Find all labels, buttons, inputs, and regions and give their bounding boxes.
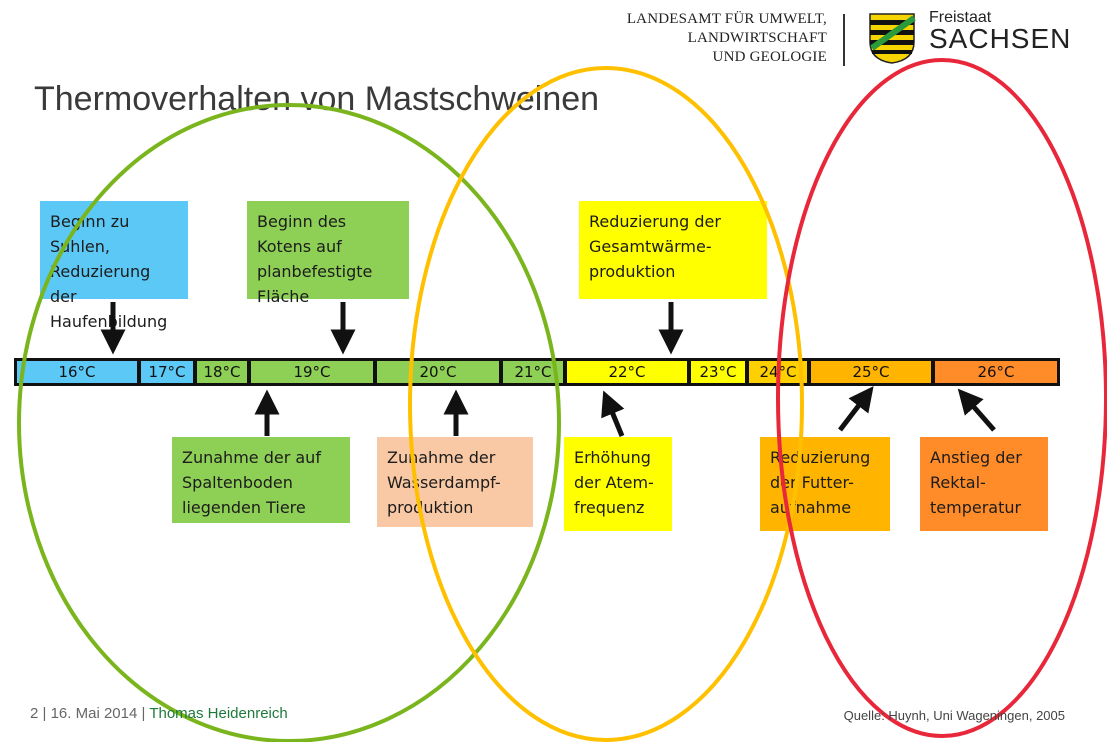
box-lying-animals-text: Zunahme der auf Spaltenboden liegenden T… [182, 448, 321, 517]
arrow-feed-intake-icon [838, 386, 874, 432]
state-label-small: Freistaat [929, 9, 992, 26]
ellipse-green [17, 103, 561, 742]
box-respiration: Erhöhung der Atem- frequenz [564, 437, 672, 531]
box-lying-animals: Zunahme der auf Spaltenboden liegenden T… [172, 437, 350, 523]
page-number: 2 [30, 705, 39, 722]
temp-25: 25°C [811, 361, 931, 383]
box-respiration-text: Erhöhung der Atem- frequenz [574, 448, 654, 517]
state-label-big: SACHSEN [929, 23, 1072, 54]
temp-23: 23°C [691, 361, 745, 383]
box-rectal-temperature: Anstieg der Rektal- temperatur [920, 437, 1048, 531]
agency-name: LANDESAMT FÜR UMWELT, LANDWIRTSCHAFT UND… [627, 10, 827, 67]
ellipse-yellow [408, 66, 804, 742]
temp-16: 16°C [17, 361, 137, 383]
footer: 2 | 16. Mai 2014 | Thomas Heidenreich [30, 705, 288, 722]
temp-21: 21°C [503, 361, 563, 383]
box-heat-production-text: Reduzierung der Gesamtwärme- produktion [589, 212, 721, 281]
box-rectal-temperature-text: Anstieg der Rektal- temperatur [930, 448, 1022, 517]
temp-17: 17°C [141, 361, 193, 383]
arrow-rectal-temperature-icon [957, 388, 996, 432]
temp-20: 20°C [377, 361, 499, 383]
source-citation: Quelle: Huynh, Uni Wageningen, 2005 [843, 708, 1065, 723]
box-feed-intake-text: Reduzierung der Futter- aufnahme [770, 448, 871, 517]
agency-line-3: UND GEOLOGIE [712, 49, 827, 65]
footer-author: Thomas Heidenreich [149, 705, 288, 722]
footer-separator: | [42, 705, 47, 722]
slide-title: Thermoverhalten von Mastschweinen [34, 80, 600, 118]
box-defecation: Beginn des Kotens auf planbefestigte Flä… [247, 201, 409, 306]
footer-date: 16. Mai 2014 [50, 705, 138, 722]
coat-of-arms-icon [869, 13, 916, 64]
temperature-scale-bar: 16°C 17°C 18°C 19°C 20°C 21°C 22°C 23°C … [14, 358, 1060, 386]
box-wallowing: Beginn zu Suhlen, Reduzierung der Haufen… [40, 201, 188, 331]
temp-22: 22°C [567, 361, 687, 383]
box-heat-production: Reduzierung der Gesamtwärme- produktion [579, 201, 767, 299]
box-defecation-text: Beginn des Kotens auf planbefestigte Flä… [257, 212, 373, 306]
temp-18: 18°C [197, 361, 247, 383]
box-wallowing-text: Beginn zu Suhlen, Reduzierung der Haufen… [50, 212, 168, 331]
temp-26: 26°C [935, 361, 1057, 383]
logo-divider [843, 14, 845, 66]
temp-19: 19°C [251, 361, 373, 383]
agency-line-2: LANDWIRTSCHAFT [687, 30, 827, 46]
footer-separator: | [141, 705, 146, 722]
arrow-respiration-icon [601, 390, 625, 437]
ellipse-red [776, 58, 1107, 738]
agency-line-1: LANDESAMT FÜR UMWELT, [626, 11, 827, 27]
